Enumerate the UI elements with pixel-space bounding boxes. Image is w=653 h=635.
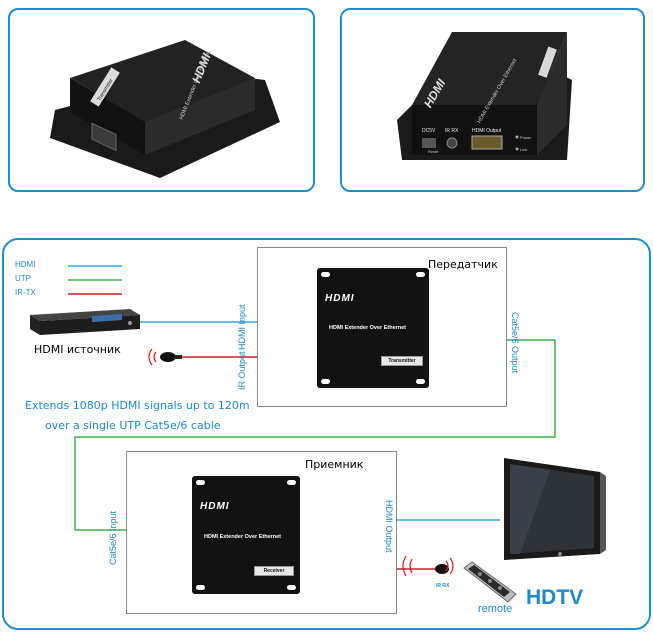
caption-line2: over a single UTP Cat5e/6 cable bbox=[45, 419, 221, 432]
transmitter-photo-panel: Transmitter HDMI HDMI Extender Over Ethe… bbox=[8, 8, 315, 192]
receiver-port-dc: DC5V bbox=[422, 128, 436, 134]
remote-control-icon bbox=[463, 561, 517, 603]
receiver-cat-input: Cat5e/6 Input bbox=[108, 510, 118, 565]
receiver-hdmi-output: HDMI Output bbox=[384, 500, 394, 553]
hdmi-source-device bbox=[30, 309, 140, 335]
receiver-port-hdmi: HDMI Output bbox=[472, 128, 502, 134]
hdtv-icon bbox=[504, 458, 606, 560]
receiver-photo-panel: DC5V IR RX HDMI Output Reset Power Link … bbox=[340, 8, 645, 192]
transmitter-hdmi-input: HDMI Input bbox=[237, 304, 247, 350]
transmitter-photo: Transmitter HDMI HDMI Extender Over Ethe… bbox=[50, 40, 280, 178]
receiver-device: HDMI HDMI Extender Over Ethernet Receive… bbox=[192, 476, 300, 594]
transmitter-logo: HDMI bbox=[325, 293, 355, 304]
receiver-tag: Receiver bbox=[254, 566, 294, 576]
ir-emitter-icon bbox=[148, 348, 182, 366]
receiver-port-reset: Reset bbox=[428, 149, 439, 154]
receiver-title: Приемник bbox=[305, 458, 364, 471]
receiver-logo: HDMI bbox=[200, 501, 230, 512]
receiver-port-link: Link bbox=[520, 147, 527, 152]
caption-line1: Extends 1080p HDMI signals up to 120m bbox=[25, 399, 250, 412]
receiver-port-irrx: IR RX bbox=[445, 128, 459, 134]
transmitter-title: Передатчик bbox=[428, 258, 498, 271]
ir-receiver-icon bbox=[402, 555, 454, 577]
transmitter-box bbox=[257, 247, 507, 407]
transmitter-device: HDMI HDMI Extender Over Ethernet Transmi… bbox=[317, 268, 429, 388]
transmitter-tag: Transmitter bbox=[381, 356, 423, 366]
hdtv-label: HDTV bbox=[526, 586, 584, 609]
hdmi-source-label: HDMI источник bbox=[34, 343, 121, 356]
transmitter-device-text: HDMI Extender Over Ethernet bbox=[329, 325, 407, 331]
transmitter-ir-output: IR Output bbox=[237, 351, 247, 390]
legend-item-utp: UTP bbox=[15, 274, 31, 283]
transmitter-cat-output: Cat5e/6 Output bbox=[510, 312, 520, 374]
receiver-box bbox=[126, 451, 397, 614]
remote-label: remote bbox=[478, 603, 513, 615]
ir-rx-label: IR RX bbox=[436, 583, 450, 589]
receiver-device-text: HDMI Extender Over Ethernet bbox=[204, 534, 282, 540]
legend-item-irtx: IR-TX bbox=[15, 288, 36, 297]
legend-item-hdmi: HDMI bbox=[15, 260, 36, 269]
receiver-port-power: Power bbox=[520, 135, 532, 140]
receiver-photo: DC5V IR RX HDMI Output Reset Power Link … bbox=[397, 32, 572, 160]
